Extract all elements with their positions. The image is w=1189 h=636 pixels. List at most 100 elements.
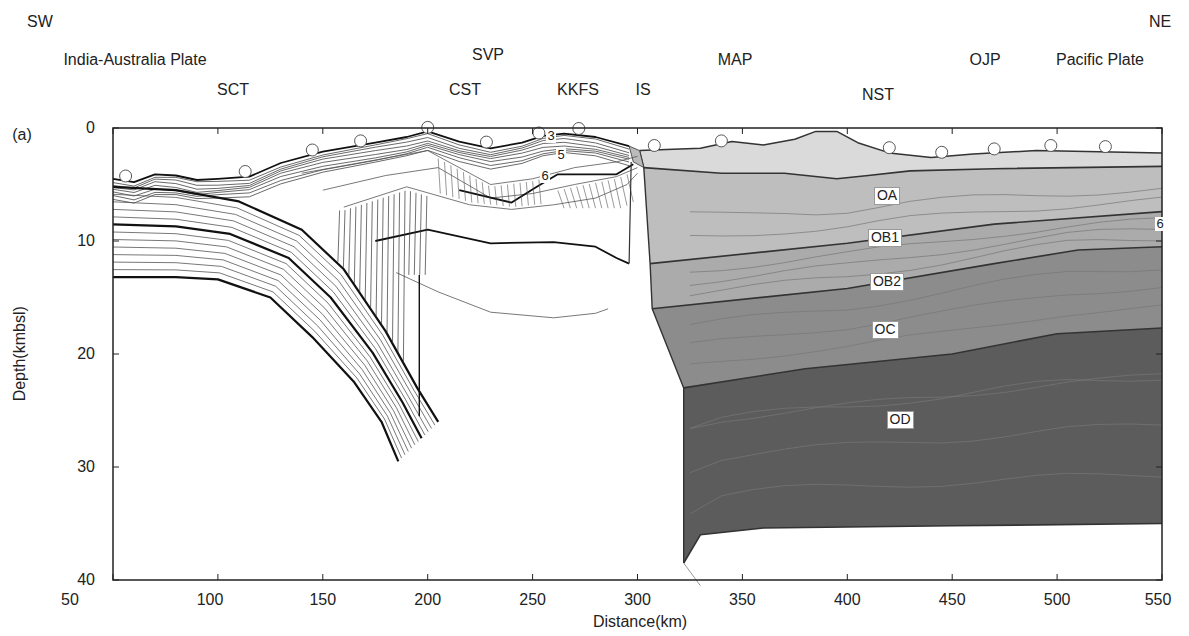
velocity-contour [690, 374, 1162, 429]
contour-number: 6 [540, 169, 549, 183]
station-marker [1045, 140, 1057, 152]
hatching [482, 182, 484, 204]
crust-contour [396, 273, 608, 318]
velocity-contour [690, 218, 1162, 273]
station-marker [1099, 141, 1111, 153]
layer-label: OC [872, 321, 899, 338]
velocity-contour [690, 288, 1162, 343]
axis-tick-label: 0 [86, 119, 95, 137]
hatching [338, 211, 340, 262]
slab-layer [113, 224, 422, 438]
axis-tick [217, 574, 218, 580]
axis-tick-label: 100 [197, 591, 224, 609]
hatching [343, 210, 345, 268]
axis-tick-label: 200 [414, 591, 441, 609]
feature-name: KKFS [557, 81, 599, 99]
axis-tick [1156, 580, 1162, 581]
hatching [438, 159, 440, 194]
station-marker [355, 135, 367, 147]
axis-tick [1162, 128, 1163, 134]
hatching [614, 179, 620, 208]
hatching [501, 185, 503, 206]
slab-layer [113, 187, 438, 422]
axis-tick [637, 128, 638, 134]
station-marker [306, 144, 318, 156]
block-edge [640, 151, 684, 563]
axis-tick-label: 10 [77, 232, 95, 250]
feature-name: SCT [217, 81, 249, 99]
sediment-layer [113, 141, 629, 190]
crust-contour [459, 164, 633, 202]
hatching [470, 176, 472, 203]
hatching [349, 208, 351, 275]
hatching [558, 190, 564, 208]
direction-label: NE [1149, 13, 1171, 31]
hatching [387, 196, 389, 333]
feature-name: IS [635, 81, 650, 99]
axis-tick-label: 500 [1044, 591, 1071, 609]
axis-tick [952, 574, 953, 580]
axis-tick [847, 574, 848, 580]
fault-line [629, 162, 631, 264]
plate-name: India-Australia Plate [63, 51, 206, 69]
axis-tick-label: 30 [77, 458, 95, 476]
axis-tick [1156, 241, 1162, 242]
axis-tick-label: 450 [939, 591, 966, 609]
contour-number: 6 [1155, 217, 1164, 231]
hatching [376, 200, 378, 317]
velocity-contour [690, 240, 1162, 296]
hatching [409, 191, 411, 275]
velocity-contour [690, 424, 1162, 473]
hatching [520, 183, 522, 206]
hatching [403, 191, 405, 363]
sediment-layer [113, 150, 629, 203]
axis-tick [1057, 574, 1058, 580]
axis-tick-label: 550 [1145, 591, 1172, 609]
fault-line [419, 275, 420, 416]
axis-tick [322, 128, 323, 134]
axis-tick [847, 128, 848, 134]
feature-name: OJP [969, 51, 1000, 69]
axis-tick-label: 40 [77, 571, 95, 589]
layer-boundary [644, 166, 1162, 178]
axis-tick [1156, 128, 1162, 129]
panel-label: (a) [12, 126, 32, 144]
sediment-layer [113, 143, 629, 192]
axis-tick-label: 250 [519, 591, 546, 609]
axis-tick [113, 574, 114, 580]
hatching [398, 193, 400, 353]
axis-tick [113, 467, 119, 468]
station-marker [936, 146, 948, 158]
layer-boundary [640, 131, 1162, 157]
axis-tick-label: 20 [77, 345, 95, 363]
contour-number: 3 [546, 129, 555, 143]
axis-tick [1162, 574, 1163, 580]
hatching [577, 186, 583, 208]
crust-contour [344, 173, 638, 209]
layer-label: OB1 [868, 229, 902, 246]
hatching [360, 205, 362, 292]
layer-boundary [684, 524, 1162, 564]
hatching [457, 169, 459, 199]
slab-layer [113, 240, 415, 445]
hatching [621, 177, 627, 206]
axis-tick [217, 128, 218, 134]
hatching [533, 181, 535, 205]
axis-tick [1156, 354, 1162, 355]
slab-layer [113, 270, 402, 459]
hatching [476, 179, 478, 203]
plot-frame [113, 128, 1162, 580]
axis-tick [742, 128, 743, 134]
layer-boundary [684, 328, 1162, 388]
hatching [608, 180, 614, 208]
axis-title: Distance(km) [593, 613, 687, 631]
hatching [570, 188, 576, 209]
hatching [393, 194, 395, 343]
hatching [564, 189, 570, 208]
hatching [451, 165, 453, 197]
axis-tick-label: 50 [61, 591, 79, 609]
axis-tick-label: 400 [834, 591, 861, 609]
hatching [420, 194, 422, 275]
station-marker [883, 142, 895, 154]
